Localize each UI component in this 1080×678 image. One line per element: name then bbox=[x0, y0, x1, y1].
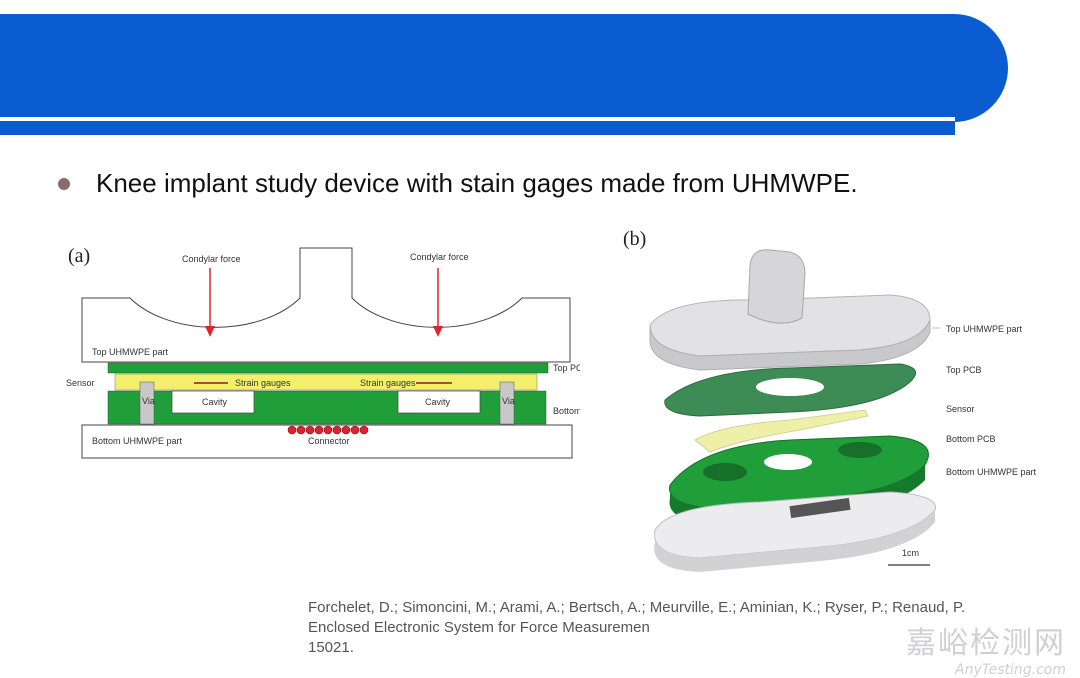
bottom-uhmwpe-edge bbox=[654, 510, 935, 572]
reference-line-1: Forchelet, D.; Simoncini, M.; Arami, A.;… bbox=[308, 599, 966, 616]
top-uhmwpe-post bbox=[747, 249, 806, 324]
top-pcb-hole bbox=[756, 378, 824, 396]
sensor-layer bbox=[114, 373, 538, 391]
top-pcb-layer bbox=[107, 362, 549, 374]
sensor-strip bbox=[694, 409, 869, 453]
label-via-left: Via bbox=[142, 396, 155, 406]
label-b-top-pcb: Top PCB bbox=[946, 365, 982, 375]
bullet-dot bbox=[58, 178, 70, 190]
connector-pins bbox=[287, 425, 369, 435]
panel-b-label: (b) bbox=[623, 228, 647, 250]
connector-block bbox=[789, 497, 851, 519]
label-strain-gauges-left: Strain gauges bbox=[235, 378, 291, 388]
label-via-right: Via bbox=[502, 396, 515, 406]
label-b-sensor: Sensor bbox=[946, 404, 975, 414]
label-b-top-uhmwpe-part: Top UHMWPE part bbox=[946, 324, 1023, 334]
panel-a-diagram: Top UHMWPE part Condylar force Condylar … bbox=[66, 247, 580, 459]
label-b-bottom-pcb: Bottom PCB bbox=[946, 434, 996, 444]
label-cavity-left: Cavity bbox=[202, 397, 228, 407]
title-banner bbox=[0, 14, 1008, 122]
label-bottom-uhmwpe-part: Bottom UHMWPE part bbox=[92, 436, 183, 446]
reference-citation: Forchelet, D.; Simoncini, M.; Arami, A.;… bbox=[308, 598, 965, 658]
label-top-pcb: Top PCB bbox=[553, 363, 580, 373]
label-top-uhmwpe-part: Top UHMWPE part bbox=[92, 347, 169, 357]
watermark-cn: 嘉峪检测网 bbox=[906, 626, 1066, 661]
via-right bbox=[499, 381, 515, 425]
label-condylar-force-left: Condylar force bbox=[182, 254, 241, 264]
label-connector: Connector bbox=[308, 436, 350, 446]
reference-line-3: 15021. bbox=[308, 639, 354, 656]
bottom-pcb-hole-center bbox=[764, 454, 812, 470]
force-arrow-left-head bbox=[205, 326, 215, 337]
label-sensor: Sensor bbox=[66, 378, 95, 388]
panel-a-label: (a) bbox=[68, 245, 91, 267]
force-arrow-right-head bbox=[433, 326, 443, 337]
banner-lower-band bbox=[0, 121, 955, 135]
top-uhmwpe-part-shape bbox=[81, 247, 571, 363]
banner-divider-line bbox=[0, 117, 955, 121]
via-left bbox=[139, 381, 155, 425]
label-strain-gauges-right: Strain gauges bbox=[360, 378, 416, 388]
slide-headline: Knee implant study device with stain gag… bbox=[96, 168, 858, 198]
watermark-en: AnyTesting.com bbox=[955, 662, 1066, 678]
watermark: 嘉峪检测网 AnyTesting.com bbox=[906, 618, 1066, 678]
label-b-bottom-uhmwpe-part: Bottom UHMWPE part bbox=[946, 467, 1037, 477]
reference-line-2: Enclosed Electronic System for Force Mea… bbox=[308, 619, 650, 636]
label-scale: 1cm bbox=[902, 548, 919, 558]
label-condylar-force-right: Condylar force bbox=[410, 252, 469, 262]
label-bottom-pcb: Bottom PCB bbox=[553, 406, 580, 416]
bottom-pcb-hole-right bbox=[838, 442, 882, 458]
cavity-right bbox=[397, 390, 481, 414]
bottom-pcb-hole-left bbox=[703, 463, 747, 481]
label-cavity-right: Cavity bbox=[425, 397, 451, 407]
top-uhmwpe-plate-edge bbox=[649, 319, 931, 371]
panel-b-exploded-view: Top UHMWPE part Top PCB Sensor Bottom PC… bbox=[649, 249, 1037, 572]
cavity-left bbox=[171, 390, 255, 414]
